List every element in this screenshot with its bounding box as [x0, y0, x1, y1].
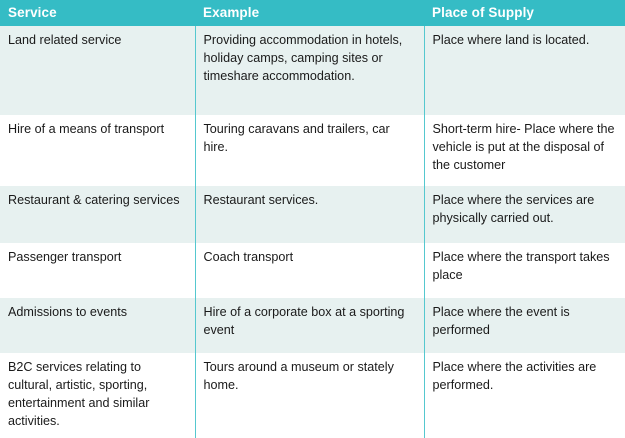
table-row: Land related service Providing accommoda…	[0, 26, 625, 115]
cell-service: Land related service	[0, 26, 196, 115]
cell-place-of-supply: Place where the transport takes place	[424, 243, 625, 298]
table-body: Land related service Providing accommoda…	[0, 26, 625, 438]
cell-service: Admissions to events	[0, 298, 196, 353]
cell-example: Coach transport	[195, 243, 425, 298]
cell-service: Passenger transport	[0, 243, 196, 298]
column-header-place-of-supply: Place of Supply	[424, 0, 625, 26]
table-header: Service Example Place of Supply	[0, 0, 625, 26]
column-header-service: Service	[0, 0, 195, 26]
table-row: Passenger transport Coach transport Plac…	[0, 243, 625, 298]
cell-place-of-supply: Place where the event is performed	[424, 298, 625, 353]
cell-service: B2C services relating to cultural, artis…	[0, 353, 196, 438]
cell-example: Hire of a corporate box at a sporting ev…	[195, 298, 425, 353]
table-row: Admissions to events Hire of a corporate…	[0, 298, 625, 353]
cell-example: Tours around a museum or stately home.	[195, 353, 425, 438]
cell-service: Restaurant & catering services	[0, 186, 196, 243]
cell-place-of-supply: Short-term hire- Place where the vehicle…	[424, 115, 625, 186]
cell-example: Restaurant services.	[195, 186, 425, 243]
table-row: Hire of a means of transport Touring car…	[0, 115, 625, 186]
cell-place-of-supply: Place where the activities are performed…	[424, 353, 625, 438]
cell-place-of-supply: Place where land is located.	[424, 26, 625, 115]
cell-example: Touring caravans and trailers, car hire.	[195, 115, 425, 186]
table-row: B2C services relating to cultural, artis…	[0, 353, 625, 438]
column-header-example: Example	[195, 0, 424, 26]
table-header-row: Service Example Place of Supply	[0, 0, 625, 26]
cell-example: Providing accommodation in hotels, holid…	[195, 26, 425, 115]
table-row: Restaurant & catering services Restauran…	[0, 186, 625, 243]
cell-place-of-supply: Place where the services are physically …	[424, 186, 625, 243]
cell-service: Hire of a means of transport	[0, 115, 196, 186]
